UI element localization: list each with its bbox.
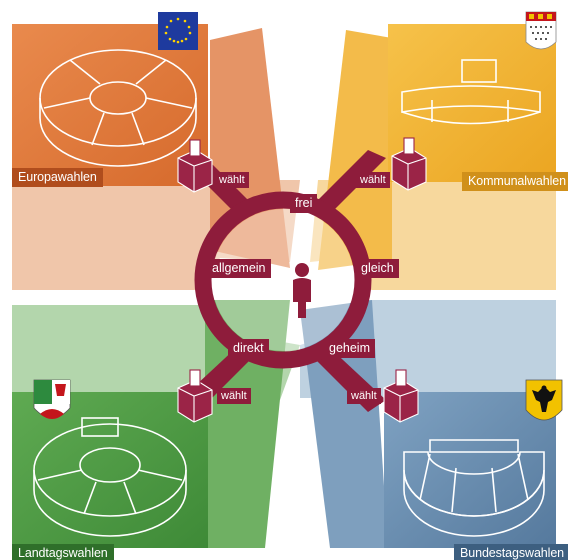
- ballot-box-icon: [177, 139, 213, 193]
- city-council-seating: [401, 59, 541, 125]
- eu-parliament-seating: [39, 49, 197, 167]
- bundestag-quadrant: [300, 300, 563, 548]
- landtag-label: Landtagswahlen: [12, 544, 114, 560]
- state-parliament-seating: [33, 417, 187, 537]
- waehlt-tag-bundestag: wählt: [347, 388, 381, 404]
- principle-allgemein: allgemein: [207, 259, 271, 278]
- waehlt-tag-kommunal: wählt: [356, 172, 390, 188]
- nrw-coat-of-arms-icon: [33, 379, 71, 419]
- federal-eagle-icon: [525, 379, 563, 421]
- ballot-box-icon: [177, 369, 213, 423]
- principle-ring: [194, 191, 372, 369]
- bundestag-label: Bundestagswahlen: [454, 544, 568, 560]
- principle-frei: frei: [290, 194, 318, 213]
- principle-geheim: geheim: [324, 339, 375, 358]
- voter-person-icon: [293, 263, 311, 318]
- federal-parliament-seating: [403, 439, 545, 537]
- waehlt-tag-europa: wählt: [215, 172, 249, 188]
- ballot-box-icon: [383, 369, 419, 423]
- principle-gleich: gleich: [356, 259, 399, 278]
- ballot-box-icon: [391, 137, 427, 191]
- waehlt-tag-landtag: wählt: [217, 388, 251, 404]
- eu-flag-icon: [158, 12, 198, 50]
- kommunal-quadrant: [310, 11, 557, 290]
- europa-label: Europawahlen: [12, 168, 103, 187]
- cologne-coat-of-arms-icon: [525, 11, 557, 50]
- kommunal-label: Kommunalwahlen: [462, 172, 568, 191]
- principle-direkt: direkt: [228, 339, 269, 358]
